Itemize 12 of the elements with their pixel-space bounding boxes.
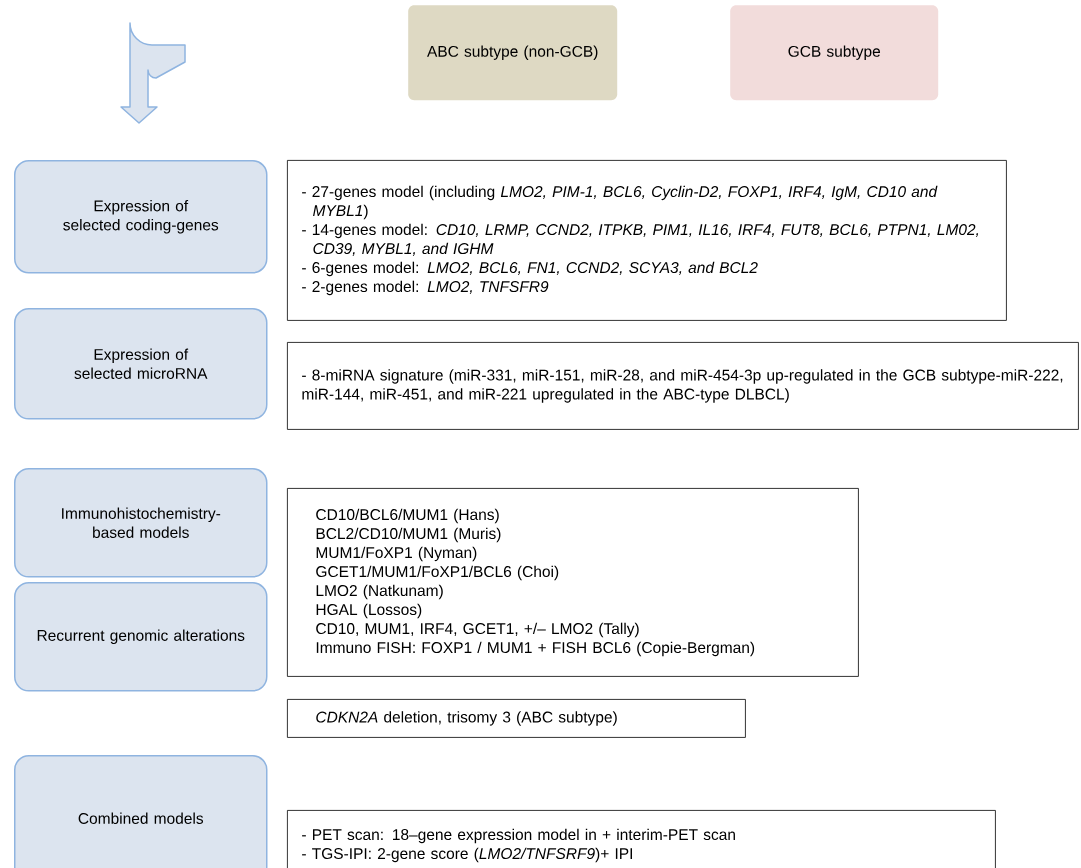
model-list-box: - 8-miRNA signature (miR-331, miR-151, miR-28, and miR-454-3p up-regulated in the GCB subtype-miR-222, miR-144, miR-451, and miR-221 upregulated in the ABC-type DLBCL) xyxy=(287,342,1079,430)
subtype-box: GCB subtype xyxy=(730,5,939,101)
method-box: Combined models xyxy=(14,755,268,868)
model-list-box: - PET scan: 18–gene expression model in + interim-PET scan - TGS-IPI: 2-gene score (LMO2/TNFSRF9)+ IPI xyxy=(287,810,996,868)
model-list-box: CD10/BCL6/MUM1 (Hans) BCL2/CD10/MUM1 (Muris) MUM1/FoXP1 (Nyman) GCET1/MUM1/FoXP1/BCL6 (Choi) LMO2 (Natkunam) HGAL (Lossos) CD10, MUM1, IRF4, GCET1, +/– LMO2 (Tally) Immuno FISH: FOXP1 / MUM1 + FISH BCL6 (Copie-Bergman) xyxy=(287,488,859,677)
method-box: Expression of selected coding-genes xyxy=(14,160,268,274)
method-box: Immunohistochemistry-based models xyxy=(14,468,268,578)
model-list-box: - 27-genes model (including LMO2, PIM-1, BCL6, Cyclin-D2, FOXP1, IRF4, IgM, CD10 and MYBL1) - 14-genes model: CD10, LRMP, CCND2, ITPKB, PIM1, IL16, IRF4, FUT8, BCL6, PTPN1, LM02, CD39, MYBL1, and IGHM - 6-genes model: LMO2, BCL6, FN1, CCND2, SCYA3, and BCL2 - 2-genes model: LMO2, TNFSFR9 xyxy=(287,160,1007,321)
method-box: Recurrent genomic alterations xyxy=(14,582,268,692)
subtype-box: ABC subtype (non-GCB) xyxy=(408,5,618,101)
model-list-box: CDKN2A deletion, trisomy 3 (ABC subtype) xyxy=(287,699,746,738)
method-box: Expression of selected microRNA xyxy=(14,308,268,420)
